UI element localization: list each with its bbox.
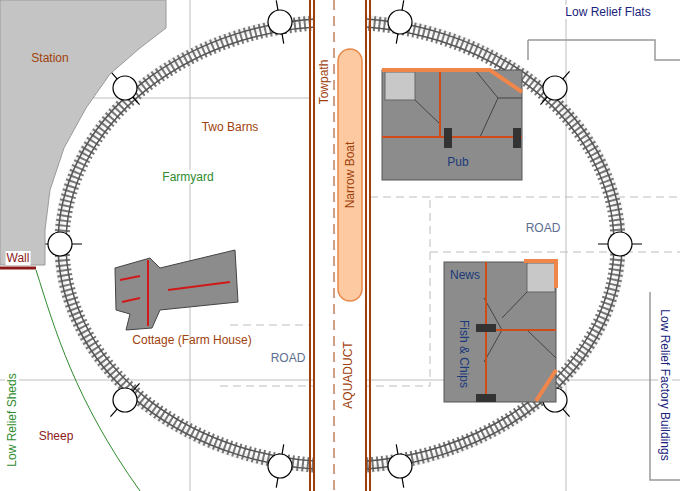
building-label: Low Relief Flats <box>564 5 651 19</box>
area-label: Two Barns <box>201 120 260 134</box>
road-label: ROAD <box>525 221 562 235</box>
building-label: Low Relief Sheds <box>5 372 19 467</box>
building-label: News <box>450 268 480 282</box>
pub-building: Pub <box>380 68 525 183</box>
building-label: Pub <box>447 155 468 169</box>
wall-label: Wall <box>6 251 31 265</box>
wall-line <box>0 267 36 270</box>
building-label: Station <box>31 51 68 65</box>
aqueduct-label: AQUADUCT <box>341 340 355 409</box>
station-area: Station <box>0 0 170 266</box>
station-area-outline <box>0 0 170 266</box>
area-label: Farmyard <box>161 170 214 184</box>
building-label: Cottage (Farm House) <box>132 333 251 347</box>
towpath-label: Towpath <box>317 59 331 106</box>
shop-building: NewsFish & Chips <box>442 258 558 404</box>
building-label: Low Relief Factory Buildings <box>658 308 672 461</box>
board-joints <box>38 0 642 487</box>
road-label: ROAD <box>270 351 307 365</box>
narrow-boat: Narrow Boat <box>337 48 363 302</box>
building-label: Fish & Chips <box>457 320 471 388</box>
area-label: Sheep <box>38 429 75 443</box>
cottage: Cottage (Farm House) <box>110 240 260 350</box>
building-label: Narrow Boat <box>343 142 357 209</box>
aqueduct <box>310 0 370 491</box>
